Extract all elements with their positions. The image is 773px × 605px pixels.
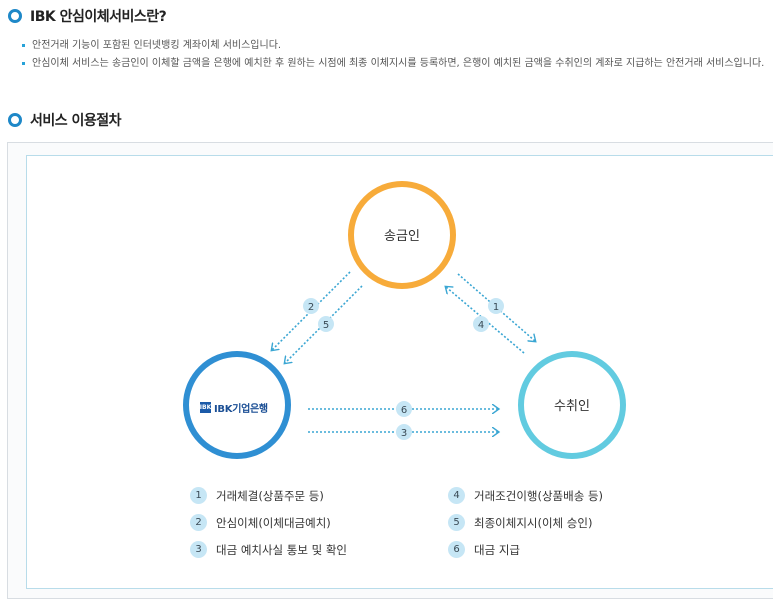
legend-number: 6 bbox=[448, 541, 465, 558]
step-4-number: 4 bbox=[478, 320, 484, 331]
step-1-number: 1 bbox=[493, 302, 499, 313]
intro-item: 안심이체 서비스는 송금인이 이체할 금액을 은행에 예치한 후 원하는 시점에… bbox=[20, 56, 767, 71]
ibk-logo-text: IBK기업은행 bbox=[214, 404, 268, 415]
legend-text: 거래조건이행(상품배송 등) bbox=[474, 488, 604, 503]
legend-number: 5 bbox=[448, 514, 465, 531]
legend-item: 5 최종이체지시(이체 승인) bbox=[448, 514, 592, 531]
legend-text: 최종이체지시(이체 승인) bbox=[474, 515, 593, 530]
legend-item: 6 대금 지급 bbox=[448, 541, 520, 558]
sender-node bbox=[348, 181, 456, 289]
procedure-heading: 서비스 이용절차 bbox=[8, 110, 122, 130]
legend-text: 거래체결(상품주문 등) bbox=[216, 488, 324, 503]
legend-item: 4 거래조건이행(상품배송 등) bbox=[448, 487, 603, 504]
intro-title: IBK 안심이체서비스란? bbox=[30, 9, 167, 25]
step-2-number: 2 bbox=[308, 302, 314, 313]
legend-number: 2 bbox=[190, 514, 207, 531]
sender-label: 송금인 bbox=[384, 229, 420, 244]
legend-number: 4 bbox=[448, 487, 465, 504]
legend-text: 대금 예치사실 통보 및 확인 bbox=[216, 542, 348, 557]
legend-number: 3 bbox=[190, 541, 207, 558]
arrow-sender-to-recipient-1 bbox=[457, 273, 535, 341]
step-1-badge bbox=[488, 298, 504, 314]
legend-text: 대금 지급 bbox=[474, 542, 520, 557]
recipient-node bbox=[518, 351, 626, 459]
intro-heading: IBK 안심이체서비스란? bbox=[8, 6, 167, 26]
step-5-number: 5 bbox=[323, 320, 329, 331]
step-6-number: 6 bbox=[401, 405, 407, 416]
arrow-recipient-to-sender-4 bbox=[446, 287, 525, 354]
recipient-label: 수취인 bbox=[554, 399, 590, 414]
step-3-number: 3 bbox=[401, 428, 407, 439]
step-2-badge bbox=[303, 298, 319, 314]
ibk-bank-logo: IBK IBK기업은행 bbox=[200, 400, 268, 415]
step-5-badge bbox=[318, 316, 334, 332]
legend-item: 2 안심이체(이체대금예치) bbox=[190, 514, 331, 531]
legend-item: 3 대금 예치사실 통보 및 확인 bbox=[190, 541, 347, 558]
legend-number: 1 bbox=[190, 487, 207, 504]
step-6-badge bbox=[396, 401, 412, 417]
ibk-logo-mark-icon: IBK bbox=[199, 402, 212, 413]
procedure-title: 서비스 이용절차 bbox=[30, 113, 122, 129]
ring-bullet-icon bbox=[8, 9, 22, 23]
intro-item: 안전거래 기능이 포함된 인터넷뱅킹 계좌이체 서비스입니다. bbox=[20, 38, 281, 53]
legend-text: 안심이체(이체대금예치) bbox=[216, 515, 331, 530]
legend-item: 1 거래체결(상품주문 등) bbox=[190, 487, 324, 504]
step-4-badge bbox=[473, 316, 489, 332]
step-3-badge bbox=[396, 424, 412, 440]
ring-bullet-icon bbox=[8, 113, 22, 127]
bank-node bbox=[183, 351, 291, 459]
